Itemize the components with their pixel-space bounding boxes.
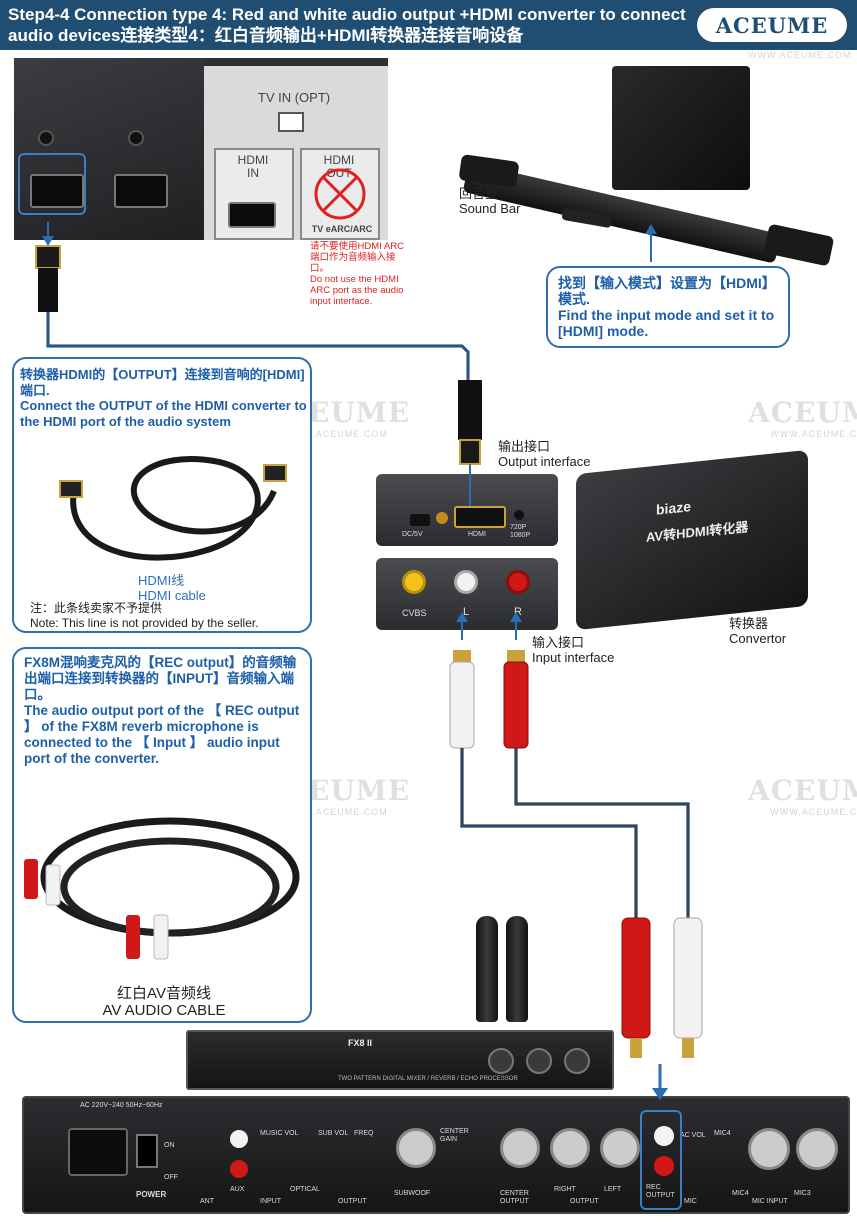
rec-output-red-port — [654, 1156, 674, 1176]
cvbs-port-icon — [402, 570, 426, 594]
soundbar-input-mode-callout: 找到【输入模式】设置为【HDMI】模式. Find the input mode… — [546, 266, 790, 348]
hdmi-port-icon — [114, 174, 168, 208]
rec-output-white-port — [654, 1126, 674, 1146]
arc-warning-note: 请不要使用HDMI ARC端口作为音频输入接口。 Do not use the … — [310, 241, 404, 307]
earc-label: TV eARC/ARC — [311, 224, 373, 234]
av-cable-image — [24, 817, 300, 960]
right-audio-port-icon — [506, 570, 530, 594]
converter-device-image: biaze AV转HDMI转化器 — [576, 449, 808, 631]
hdmi-cable-image — [59, 456, 287, 561]
prohibited-icon — [314, 168, 366, 220]
microphone-image — [476, 916, 498, 1022]
subwoofer-image — [612, 66, 750, 190]
hdmi-port-icon — [30, 174, 84, 208]
hdmi-port-icon — [454, 506, 506, 528]
mixer-front-panel: FX8 II TWO PATTERN DIGITAL MIXER / REVER… — [186, 1030, 614, 1090]
hdmi-port-highlight — [18, 153, 86, 215]
left-audio-port-icon — [454, 570, 478, 594]
power-switch — [136, 1134, 158, 1168]
tv-rear-panel-photo: TV IN (OPT) HDMI IN HDMI OUT TV eARC/ARC — [14, 58, 388, 240]
microphone-image — [506, 916, 528, 1022]
header-banner: Step4-4 Connection type 4: Red and white… — [0, 0, 857, 50]
optical-port-icon — [278, 112, 304, 132]
power-socket-icon — [68, 1128, 128, 1176]
converter-input-side: CVBS L R — [376, 558, 558, 630]
page-title: Step4-4 Connection type 4: Red and white… — [8, 5, 686, 45]
hdmi-cable-callout: 转换器HDMI的【OUTPUT】连接到音响的[HDMI]端口. Connect … — [12, 357, 312, 633]
tv-in-label: TV IN (OPT) — [257, 90, 331, 105]
rec-output-highlight — [640, 1110, 682, 1210]
av-cable-callout: FX8M混响麦克风的【REC output】的音频输出端口连接到转换器的【INP… — [12, 647, 312, 1023]
hdmi-port-icon — [228, 202, 276, 228]
mixer-rear-panel: AC 220V~240 50Hz~60Hz ON OFF POWER ANT A… — [22, 1096, 850, 1214]
tv-port-plate: TV IN (OPT) HDMI IN HDMI OUT TV eARC/ARC — [204, 66, 388, 240]
hdmi-in-label: HDMI IN — [237, 153, 269, 180]
watermark: WWW.ACEUME.COM — [748, 50, 852, 60]
brand-logo: ACEUME — [697, 8, 847, 42]
